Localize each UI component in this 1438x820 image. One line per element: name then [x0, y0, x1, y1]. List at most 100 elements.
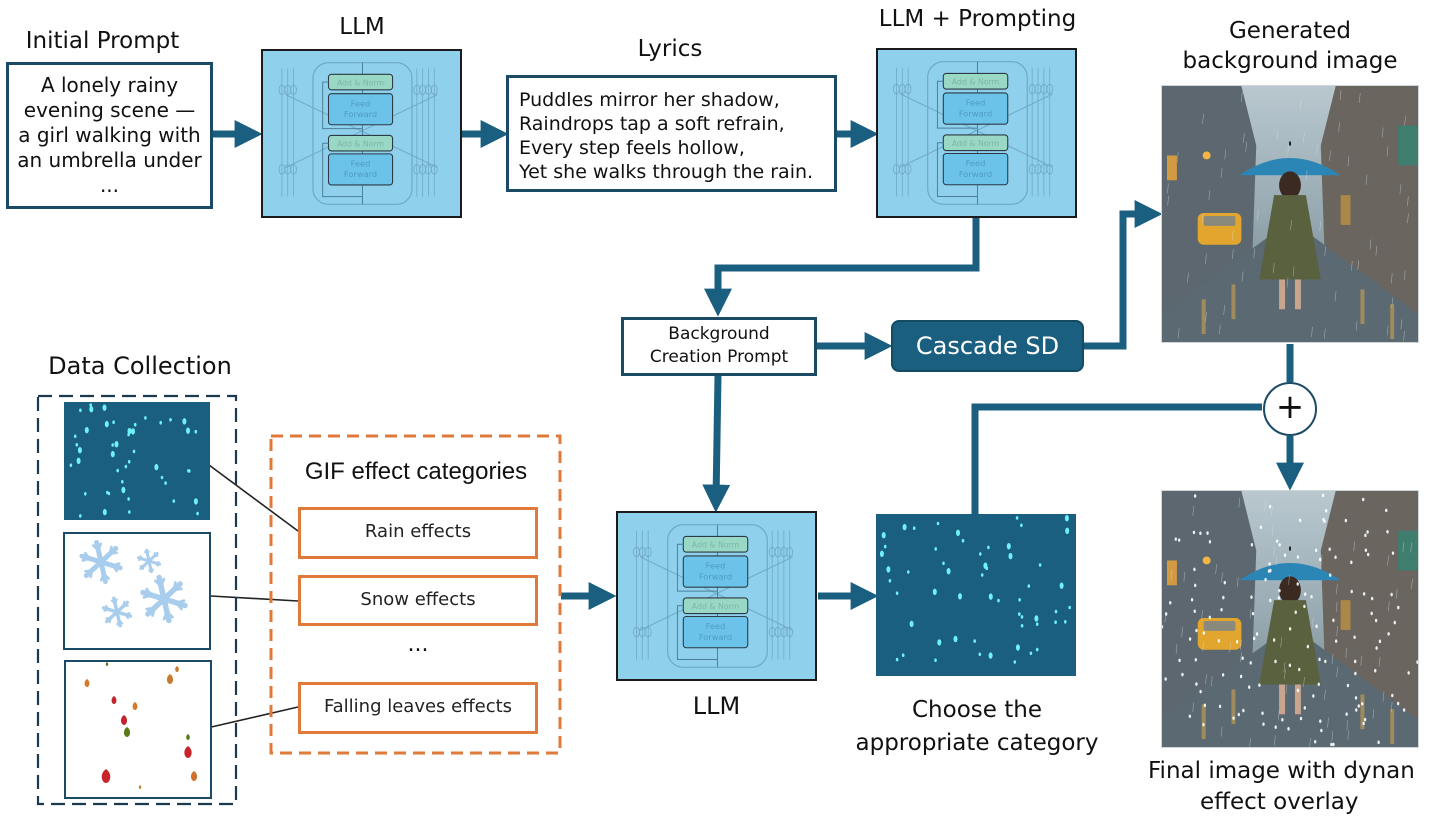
- overlay-drop: [1317, 682, 1320, 687]
- category-falling-leaves-effects[interactable]: Falling leaves effects: [298, 682, 538, 734]
- choose-category-label: Choose the appropriate category: [850, 694, 1104, 760]
- leaf: [138, 785, 142, 789]
- overlay-drop: [1350, 560, 1353, 565]
- skip-connection: [322, 142, 363, 198]
- overlay-drop: [1377, 740, 1380, 745]
- overlay-drop: [1237, 712, 1240, 717]
- skip-connection: [676, 605, 718, 660]
- rain-drop: [1035, 647, 1039, 652]
- rain-drop: [946, 568, 951, 575]
- right-buildings: [1320, 491, 1418, 720]
- rain-drop: [942, 561, 945, 566]
- block-label: Forward: [959, 169, 992, 179]
- overlay-drop: [1357, 704, 1360, 708]
- arrow-cascade-to-generated: [1084, 200, 1163, 350]
- overlay-drop: [1323, 519, 1326, 524]
- neuron-node: [430, 84, 438, 96]
- leaf: [190, 771, 198, 781]
- rain-drop: [164, 481, 167, 485]
- overlay-drop: [1378, 639, 1382, 644]
- overlay-drop: [1218, 704, 1222, 709]
- rain-drop: [196, 511, 199, 516]
- overlay-drop: [1278, 588, 1281, 593]
- neuron-node: [1046, 83, 1054, 95]
- background-creation-prompt-box: Background Creation Prompt: [621, 317, 817, 376]
- rain-drop: [128, 510, 131, 514]
- overlay-drop: [1199, 689, 1202, 694]
- umbrella: [1239, 157, 1341, 176]
- add-norm-block: Add & Norm: [942, 134, 1009, 152]
- overlay-drop: [1278, 543, 1281, 547]
- overlay-drop: [1249, 661, 1252, 665]
- overlay-drop: [1397, 605, 1400, 610]
- overlay-drop: [1199, 531, 1202, 536]
- block-label: Forward: [344, 109, 377, 119]
- lyrics-box: Puddles mirror her shadow, Raindrops tap…: [506, 75, 837, 192]
- overlay-drop: [1262, 722, 1265, 726]
- overlay-drop: [1364, 533, 1367, 538]
- right-buildings: [1320, 86, 1418, 315]
- overlay-drop: [1193, 567, 1196, 572]
- overlay-drop: [1362, 721, 1365, 726]
- rain-drop: [121, 480, 124, 484]
- prompt-line: evening scene —: [23, 98, 196, 122]
- left-buildings: [1162, 491, 1257, 720]
- overlay-drop: [1250, 595, 1253, 599]
- neuron-node: [904, 163, 912, 175]
- rain-drop: [159, 420, 162, 425]
- rain-drop: [1035, 622, 1039, 626]
- overlay-drop: [1354, 659, 1357, 664]
- overlay-drop: [1252, 636, 1256, 641]
- overlay-drop: [1188, 637, 1192, 641]
- rain-drop: [1015, 516, 1019, 520]
- rain-drop: [133, 422, 137, 427]
- rain-drop: [1054, 620, 1057, 624]
- chosen-rain-effect-panel: [876, 514, 1076, 676]
- label-line: Choose the: [912, 697, 1042, 723]
- rain-drop: [934, 547, 937, 551]
- overlay-drop: [1374, 618, 1378, 623]
- rain-drop: [169, 418, 172, 422]
- rain-drop: [979, 552, 982, 556]
- leaf: [120, 715, 128, 725]
- overlay-drop: [1193, 609, 1196, 614]
- rain-drop: [127, 497, 130, 501]
- leaf: [84, 679, 90, 687]
- prompt-line: a girl walking with: [18, 123, 201, 147]
- overlay-drop: [1364, 548, 1368, 553]
- overlay-drop: [1223, 580, 1226, 585]
- add-norm-block: Add & Norm: [682, 597, 749, 615]
- overlay-drop: [1310, 594, 1313, 599]
- light-reflection: [1390, 304, 1395, 340]
- overlay-drop: [1177, 538, 1181, 542]
- data-collection-title: Data Collection: [48, 352, 232, 380]
- overlay-drop: [1194, 583, 1197, 588]
- overlay-drop: [1220, 607, 1223, 612]
- overlay-drop: [1296, 555, 1300, 559]
- rain-drop: [1064, 620, 1067, 624]
- block-label: Feed: [706, 561, 726, 571]
- overlay-drop: [1355, 708, 1358, 712]
- neuron-node: [1046, 163, 1054, 175]
- neuron-node: [644, 546, 652, 558]
- rain-drop: [1064, 515, 1069, 522]
- overlay-drop: [1274, 659, 1277, 664]
- overlay-drop: [1188, 714, 1192, 719]
- initial-prompt-box: A lonely rainy evening scene — a girl wa…: [6, 62, 213, 209]
- overlay-drop: [1203, 703, 1207, 708]
- overlay-drop: [1164, 612, 1168, 616]
- overlay-drop: [1277, 596, 1281, 600]
- skip-connection: [936, 80, 978, 129]
- overlay-drop: [1345, 712, 1348, 716]
- category-snow-effects[interactable]: Snow effects: [298, 575, 538, 626]
- category-rain-effects[interactable]: Rain effects: [298, 507, 538, 559]
- block-label: Forward: [344, 169, 377, 179]
- rain-drop: [194, 429, 198, 434]
- overlay-drop: [1192, 530, 1196, 535]
- overlay-drop: [1361, 701, 1364, 706]
- rain-drop: [895, 591, 899, 595]
- overlay-drop: [1315, 624, 1318, 629]
